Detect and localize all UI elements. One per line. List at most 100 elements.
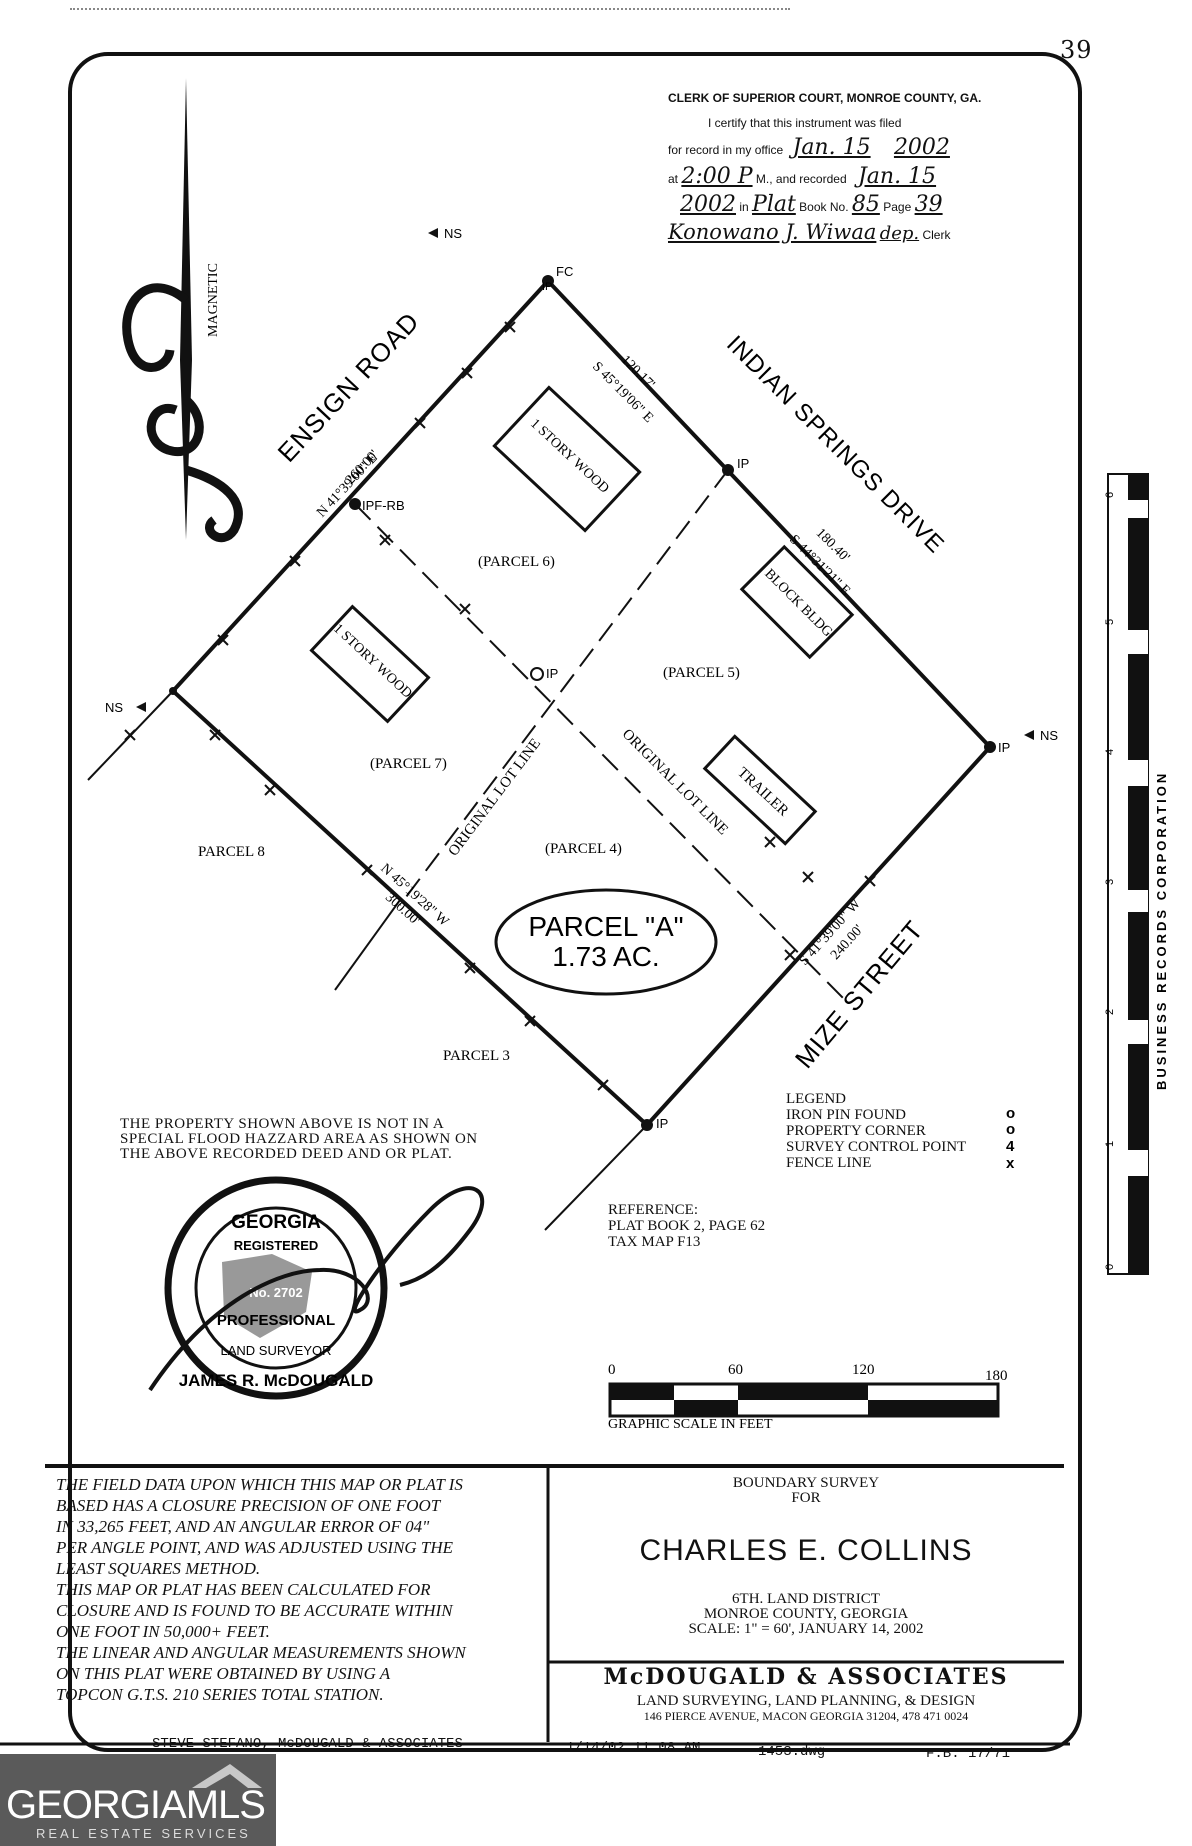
surveyor-seal: GEORGIA REGISTERED No. 2702 PROFESSIONAL…: [148, 1176, 485, 1400]
clerk-signature-line: Konowano J. Wiwaa dep. Clerk: [668, 219, 1008, 244]
clerk-heading: CLERK OF SUPERIOR COURT, MONROE COUNTY, …: [668, 91, 982, 105]
note-line: THIS MAP OR PLAT HAS BEEN CALCULATED FOR: [56, 1580, 431, 1599]
scale-segment-1: [610, 1384, 674, 1400]
footer-file: 1453.dwg: [758, 1744, 826, 1760]
ruler-tick-2: 2: [1104, 1009, 1116, 1015]
reference-note: REFERENCE: PLAT BOOK 2, PAGE 62 TAX MAP …: [608, 1202, 868, 1250]
parcel-6-label: (PARCEL 6): [478, 554, 555, 570]
note-line: PER ANGLE POINT, AND WAS ADJUSTED USING …: [56, 1538, 454, 1557]
client-name: CHARLES E. COLLINS: [639, 1534, 973, 1567]
scale-tick-0: 0: [608, 1362, 616, 1378]
parcel-3-label: PARCEL 3: [443, 1048, 510, 1064]
legend-item-iron-pin: IRON PIN FOUND: [786, 1107, 907, 1123]
marker-ip-ne: IP: [998, 740, 1010, 755]
clerk-time-prefix: at: [668, 171, 679, 186]
seal-professional: PROFESSIONAL: [217, 1312, 335, 1329]
building-trailer: [702, 734, 818, 846]
footer-author: STEVE STEFANO, McDOUGALD & ASSOCIATES: [152, 1736, 463, 1752]
seal-surveyor-name: JAMES R. McDOUGALD: [179, 1371, 374, 1390]
clerk-filed-year: 2002: [893, 135, 950, 161]
legend-symbol-property-corner: o: [1006, 1121, 1015, 1138]
building-block: [739, 544, 855, 660]
graphic-scale: [608, 1382, 1000, 1418]
firm-block: McDOUGALD & ASSOCIATES LAND SURVEYING, L…: [552, 1664, 1060, 1724]
note-line: BASED HAS A CLOSURE PRECISION OF ONE FOO…: [56, 1496, 441, 1515]
marker-ns-west: NS: [105, 700, 123, 715]
clerk-label: Clerk: [922, 227, 951, 242]
scale-ticks: 0 60 120 180 GRAPHIC SCALE IN FEET: [608, 1362, 1008, 1432]
clerk-filed-prefix: for record in my office: [668, 143, 784, 158]
ruler-tick-6: 6: [1104, 492, 1116, 498]
seal-top-text: GEORGIA: [231, 1212, 321, 1233]
survey-control-east-icon: [1024, 730, 1034, 740]
firm-services: LAND SURVEYING, LAND PLANNING, & DESIGN: [636, 1693, 976, 1709]
field-data-notes: THE FIELD DATA UPON WHICH THIS MAP OR PL…: [56, 1474, 546, 1705]
ruler-tick-5: 5: [1104, 619, 1116, 625]
clerk-recorded-date: Jan. 15: [857, 163, 937, 189]
scale-date: SCALE: 1" = 60', JANUARY 14, 2002: [688, 1621, 924, 1637]
mls-tagline: REAL ESTATE SERVICES: [36, 1826, 251, 1841]
corner-pin-ipf-icon: [349, 498, 361, 510]
flood-note: THE PROPERTY SHOWN ABOVE IS NOT IN A SPE…: [120, 1117, 540, 1162]
county: MONROE COUNTY, GEORGIA: [703, 1606, 909, 1622]
note-line: CLOSURE AND IS FOUND TO BE ACCURATE WITH…: [56, 1601, 453, 1620]
note-line: ONE FOOT IN 50,000+ FEET.: [56, 1622, 270, 1641]
corner-pin-center-icon: [530, 667, 544, 681]
survey-for: FOR: [791, 1490, 821, 1506]
boundary-sw: [171, 689, 649, 1127]
clerk-page-number: 39: [914, 191, 943, 217]
scale-segment-4: [868, 1400, 998, 1416]
legend-item-property-corner: PROPERTY CORNER: [786, 1123, 926, 1139]
building-wood-parcel6-label: 1 STORY WOOD: [527, 416, 612, 496]
marker-ip-south: IP: [656, 1116, 668, 1131]
footer-fieldbook: F.B. 17/71: [926, 1746, 1011, 1762]
seal-inner-ring: [194, 1206, 358, 1370]
parcel-a-area: 1.73 AC.: [552, 941, 659, 972]
interior-parcel-lines: [354, 469, 846, 1001]
marker-ip-center: IP: [546, 666, 558, 681]
boundary-se: [645, 745, 992, 1127]
boundary-ne: [546, 279, 992, 749]
clerk-book-label: Book No.: [799, 199, 849, 214]
title-block-frame: [0, 1464, 1070, 1746]
clerk-book-number: 85: [851, 191, 880, 217]
legend: LEGEND IRON PIN FOUND PROPERTY CORNER SU…: [786, 1091, 1006, 1171]
building-wood-parcel7-label: 1 STORY WOOD: [330, 621, 415, 701]
legend-symbol-control-point: 4: [1006, 1138, 1015, 1155]
note-line: TOPCON G.T.S. 210 SERIES TOTAL STATION.: [56, 1685, 384, 1704]
parcel-4-label: (PARCEL 4): [545, 841, 622, 857]
ruler-ticks: 0 1 2 3 4 5 6: [1104, 492, 1116, 1270]
surveyor-signature-icon: [148, 1186, 485, 1392]
seal-land-surveyor: LAND SURVEYOR: [220, 1343, 331, 1358]
flood-note-line: THE PROPERTY SHOWN ABOVE IS NOT IN A: [120, 1116, 445, 1132]
parcel-a-name: PARCEL "A": [528, 911, 683, 942]
clerk-signature: Konowano J. Wiwaa: [668, 219, 877, 244]
reference-plat-book: PLAT BOOK 2, PAGE 62: [608, 1218, 766, 1234]
flood-note-line: THE ABOVE RECORDED DEED AND OR PLAT.: [120, 1146, 453, 1162]
clerk-signature-suffix: dep.: [879, 222, 920, 244]
note-line: LEAST SQUARES METHOD.: [56, 1559, 261, 1578]
building-trailer-label: TRAILER: [734, 765, 791, 820]
survey-control-west-icon: [136, 702, 146, 712]
marker-ns-top: NS: [444, 226, 462, 241]
ruler-label: BUSINESS RECORDS CORPORATION: [1154, 771, 1169, 1090]
road-ensign: ENSIGN ROAD: [272, 306, 426, 468]
survey-control-top-icon: [428, 228, 438, 238]
scale-segment-2: [674, 1400, 738, 1416]
note-line: THE FIELD DATA UPON WHICH THIS MAP OR PL…: [56, 1475, 463, 1494]
original-lot-line-label-2: ORIGINAL LOT LINE: [619, 726, 731, 838]
legend-symbols: o o 4 x: [1006, 1105, 1015, 1172]
marker-ip-north: IP: [542, 281, 552, 293]
ruler-tick-3: 3: [1104, 879, 1116, 885]
georgia-mls-logo: GEORGIAMLS REAL ESTATE SERVICES: [0, 1754, 276, 1846]
clerk-recorded-year: 2002: [680, 191, 736, 217]
ruler-dark-band: [1128, 474, 1148, 1274]
marker-ip-east: IP: [737, 456, 749, 471]
parcel-7-label: (PARCEL 7): [370, 756, 447, 772]
survey-control-icons: [136, 228, 1034, 740]
clerk-recorded-prefix: M., and recorded: [755, 171, 847, 186]
seal-outer-ring: [164, 1176, 388, 1400]
clerk-filed-date: Jan. 15: [792, 135, 871, 161]
clerk-certificate: CLERK OF SUPERIOR COURT, MONROE COUNTY, …: [668, 91, 1008, 244]
scale-segment-3: [738, 1384, 868, 1400]
